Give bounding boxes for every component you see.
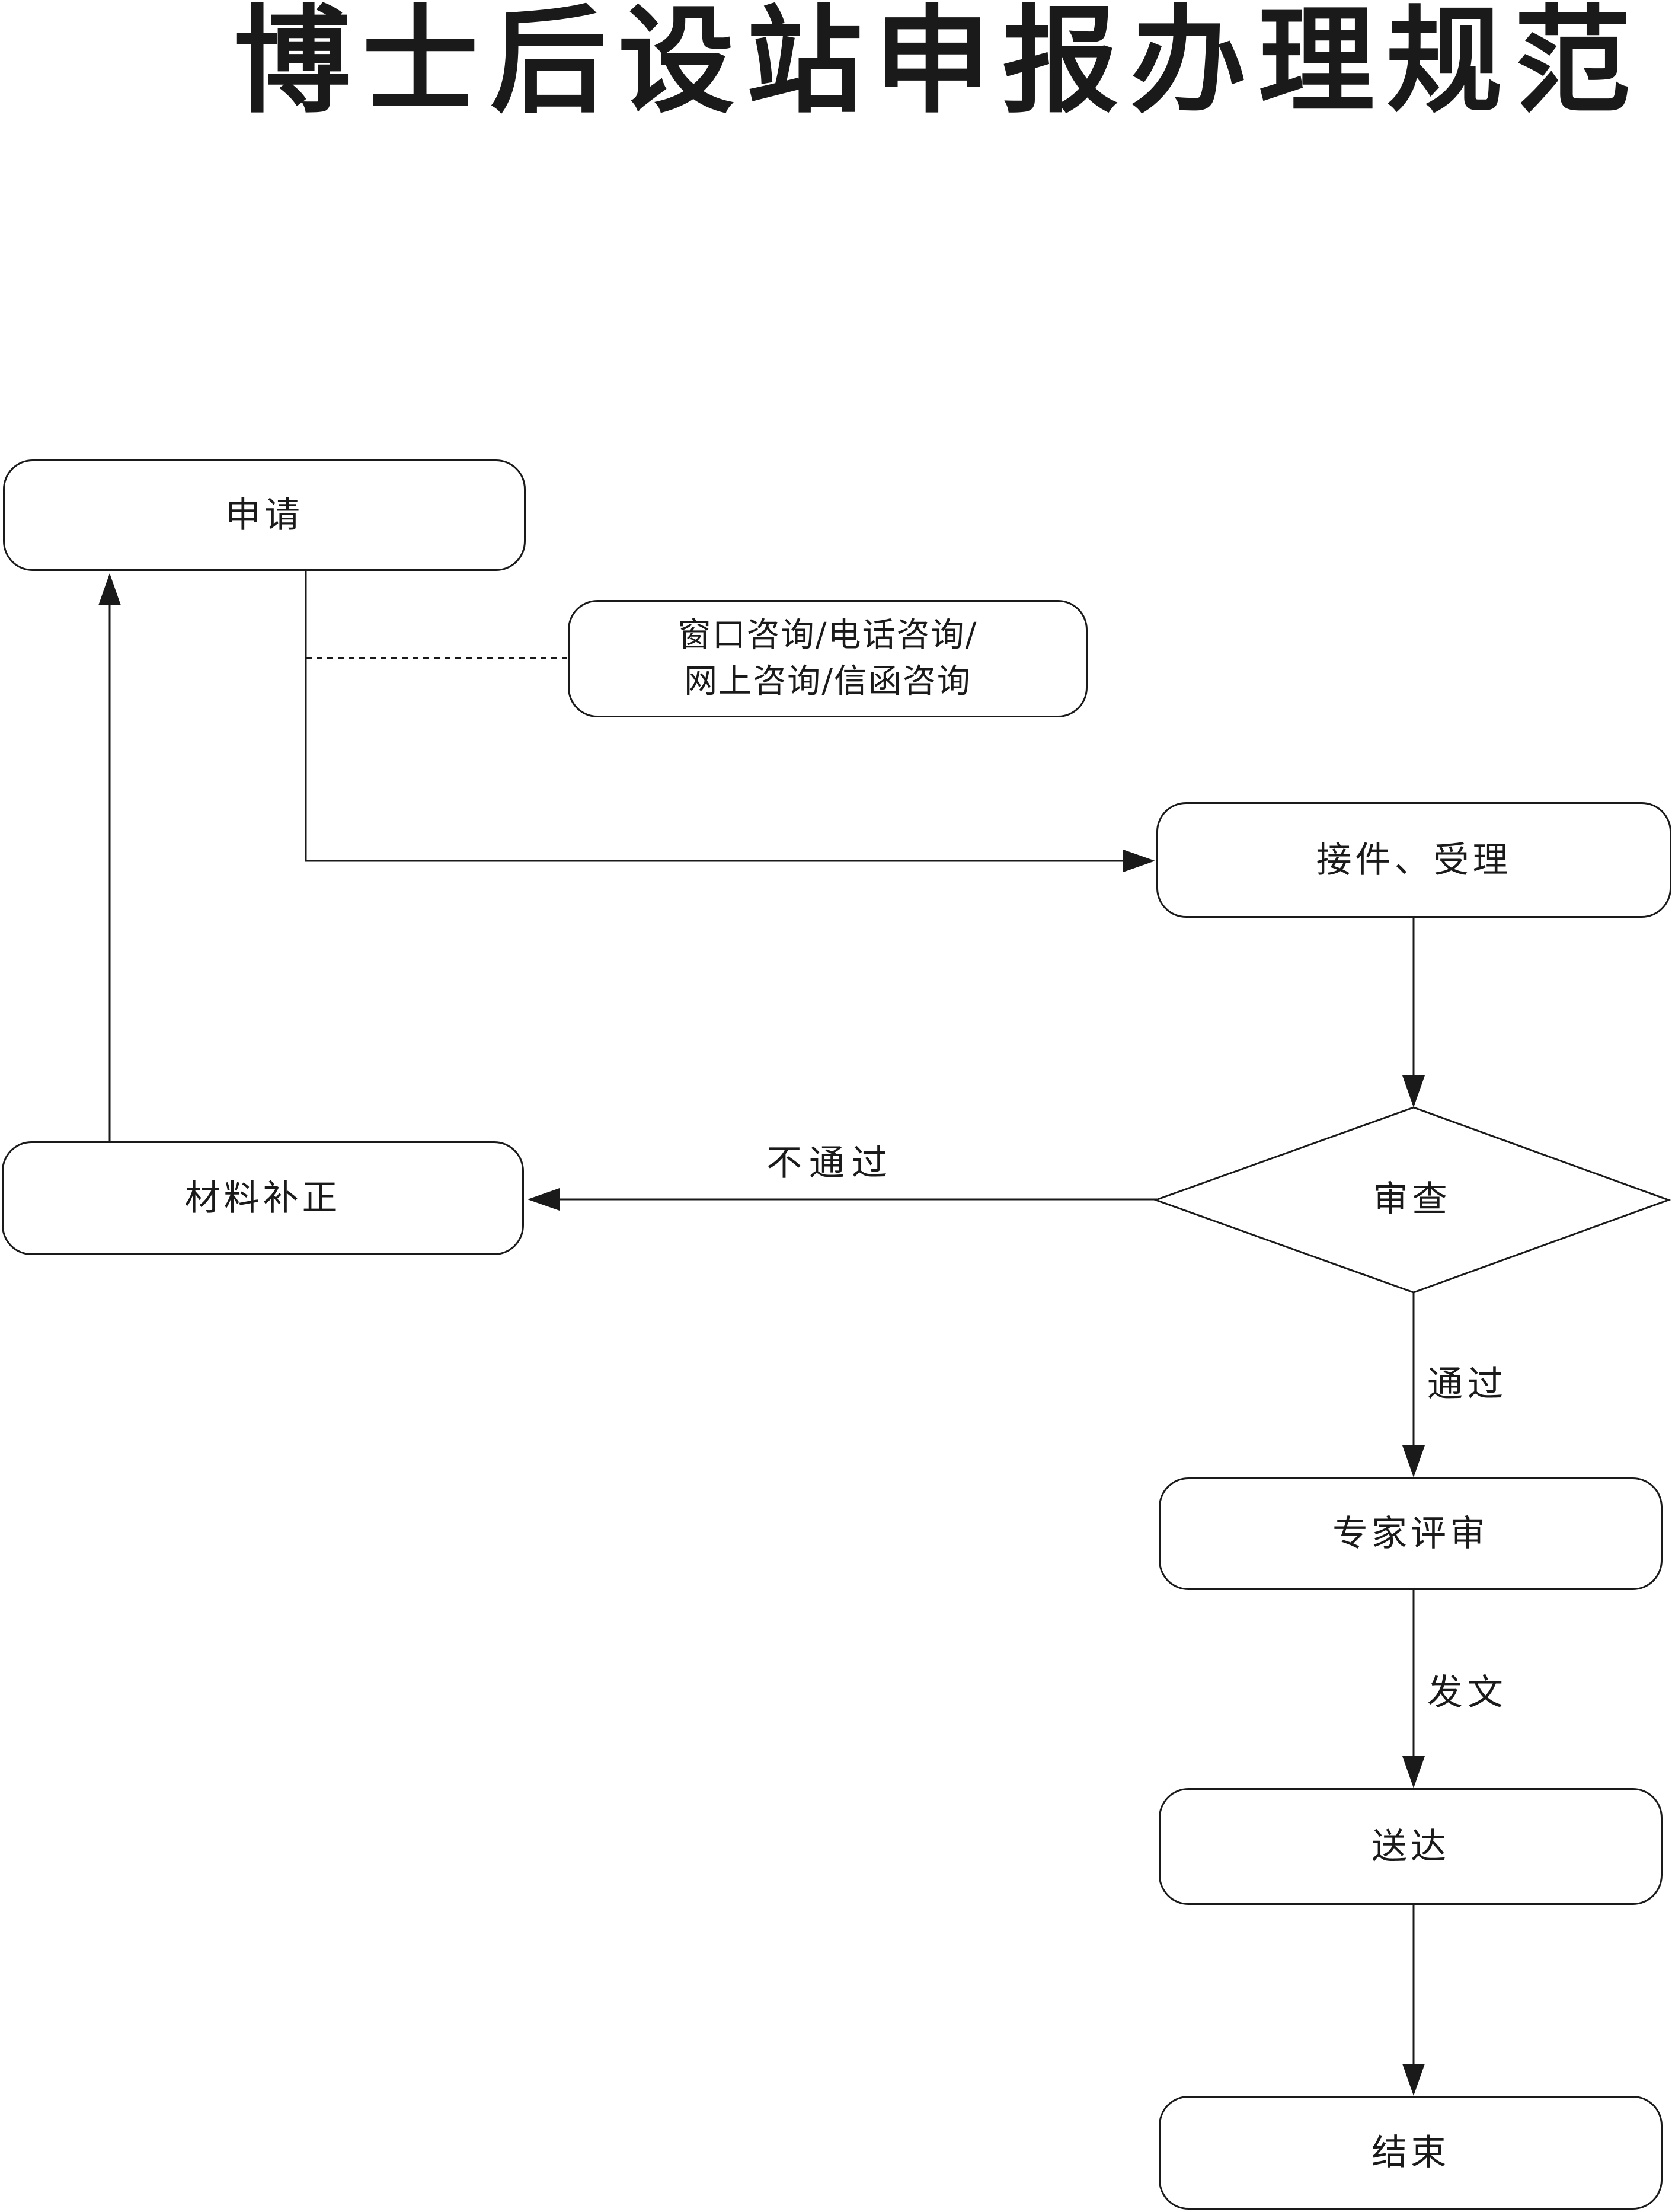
arrowhead-into-review: [1402, 1075, 1425, 1107]
accept-label: 接件、受理: [1316, 839, 1512, 881]
accept-node: 接件、受理: [1156, 802, 1671, 918]
arrowhead-into-accept: [1123, 850, 1155, 872]
arrowhead-into-apply: [98, 573, 121, 605]
end-node: 结束: [1159, 2096, 1663, 2210]
arrowhead-into-supplement: [528, 1188, 560, 1211]
apply-node: 申请: [3, 459, 526, 571]
consult-line-2: 网上咨询/信函咨询: [684, 662, 971, 701]
deliver-node: 送达: [1159, 1788, 1663, 1905]
arrowhead-into-end: [1402, 2064, 1425, 2096]
reject-edge-label: 不通过: [766, 1142, 894, 1184]
deliver-label: 送达: [1372, 1825, 1450, 1868]
arrowhead-into-expert: [1402, 1445, 1425, 1477]
issue-edge-label: 发文: [1427, 1672, 1508, 1713]
supplement-node: 材料补正: [2, 1141, 524, 1255]
expert-review-label: 专家评审: [1332, 1513, 1489, 1555]
apply-label: 申请: [225, 494, 303, 536]
consult-note-node: 窗口咨询/电话咨询/ 网上咨询/信函咨询: [568, 600, 1088, 717]
review-label: 审查: [1373, 1179, 1451, 1220]
consult-line-1: 窗口咨询/电话咨询/: [677, 615, 978, 655]
supplement-label: 材料补正: [184, 1177, 341, 1219]
page-title: 博士后设站申报办理规范: [234, 0, 1643, 129]
connector-apply-accept: [305, 571, 1123, 862]
arrowhead-into-deliver: [1402, 1756, 1425, 1788]
end-label: 结束: [1372, 2132, 1450, 2173]
review-diamond: [1153, 1106, 1671, 1294]
expert-review-node: 专家评审: [1159, 1477, 1663, 1590]
pass-edge-label: 通过: [1427, 1364, 1508, 1405]
